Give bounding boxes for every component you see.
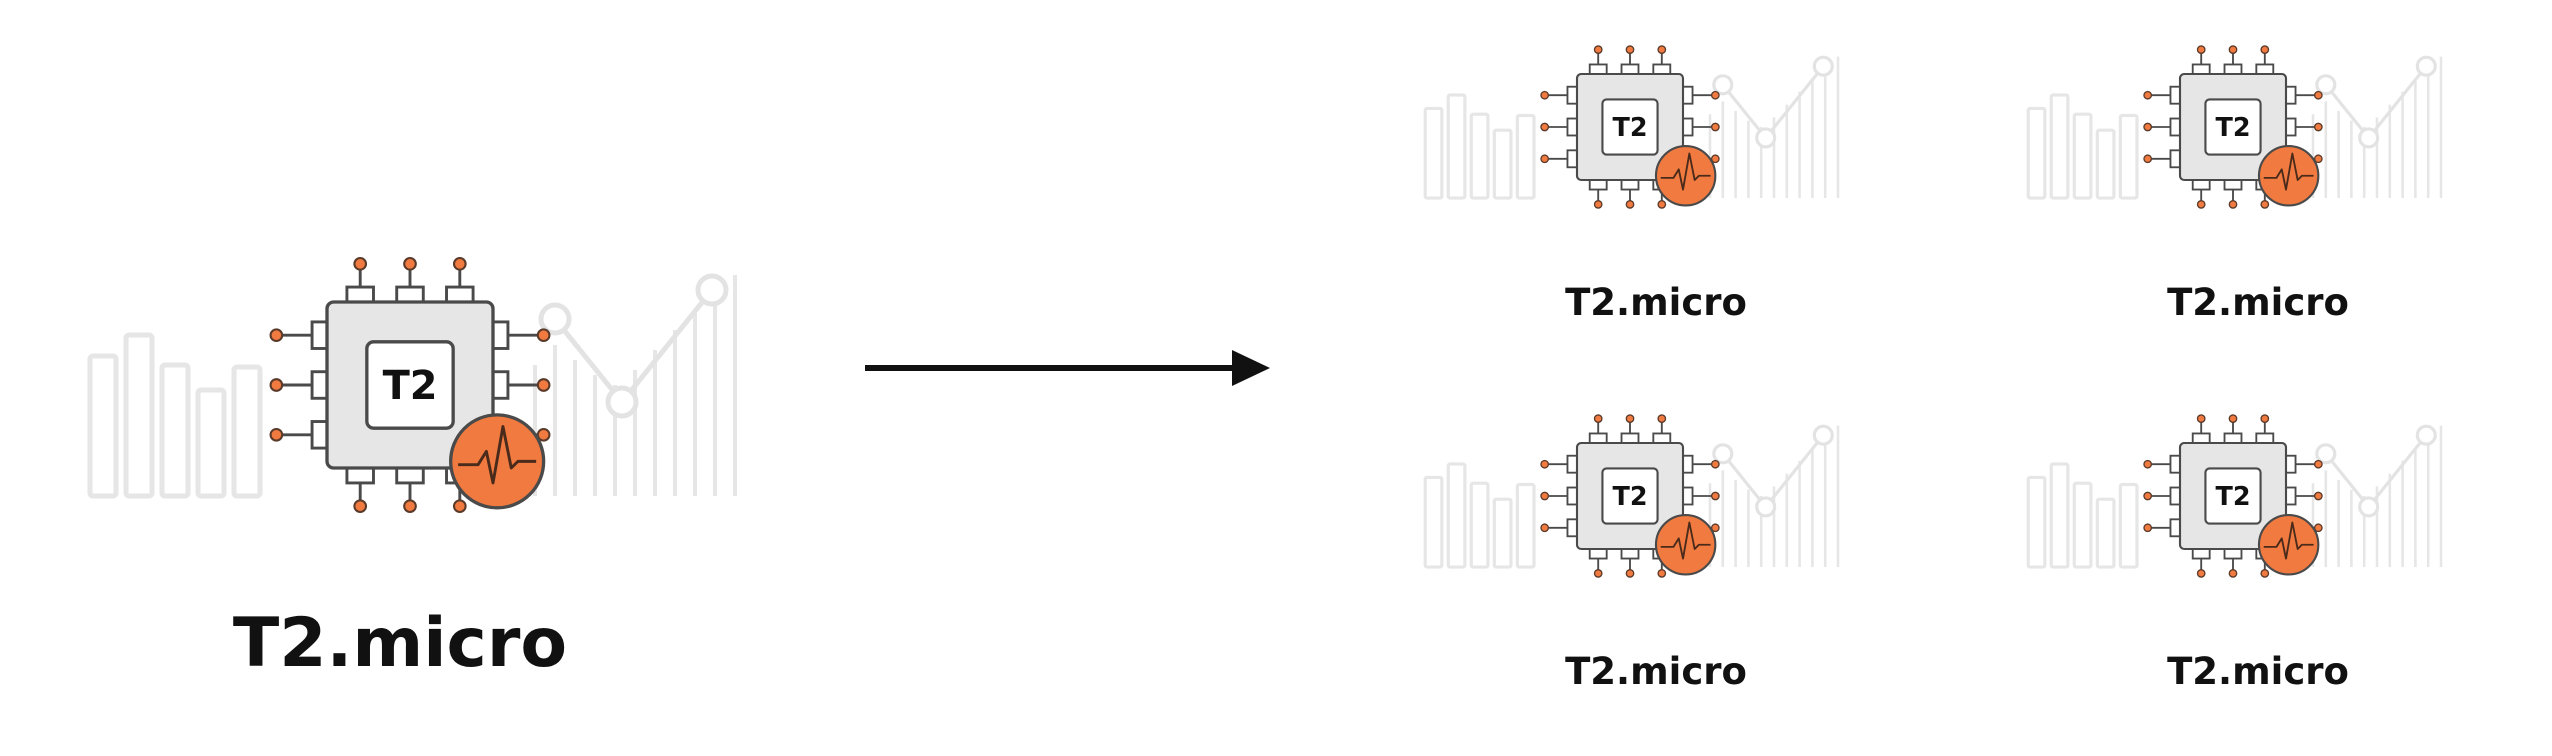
- target-1-label: T2.micro: [1565, 281, 1747, 324]
- arrowhead-icon: [1232, 350, 1270, 386]
- target-1-chip-text: T2: [1612, 112, 1647, 142]
- target-instance-1: T2 T2.micro: [1423, 44, 1840, 324]
- target-4-chip-text: T2: [2215, 481, 2250, 511]
- target-3-cpu-chip-icon: T2: [1539, 413, 1721, 579]
- target-instance-3: T2 T2.micro: [1423, 413, 1840, 693]
- target-4-cpu-chip-icon: T2: [2142, 413, 2324, 579]
- target-3-label: T2.micro: [1565, 650, 1747, 693]
- scale-out-arrow: [865, 350, 1270, 386]
- target-3-chip-text: T2: [1612, 481, 1647, 511]
- target-4-label: T2.micro: [2167, 650, 2349, 693]
- source-instance: T2 T2.micro: [90, 256, 735, 683]
- target-2-chip-text: T2: [2215, 112, 2250, 142]
- target-1-cpu-chip-icon: T2: [1539, 44, 1721, 210]
- target-instance-4: T2 T2.micro: [2026, 413, 2443, 693]
- target-instance-2: T2 T2.micro: [2026, 44, 2443, 324]
- source-instance-label: T2.micro: [233, 604, 567, 683]
- source-cpu-chip-icon: T2: [268, 256, 552, 514]
- target-2-label: T2.micro: [2167, 281, 2349, 324]
- source-chip-text: T2: [383, 363, 438, 409]
- target-2-cpu-chip-icon: T2: [2142, 44, 2324, 210]
